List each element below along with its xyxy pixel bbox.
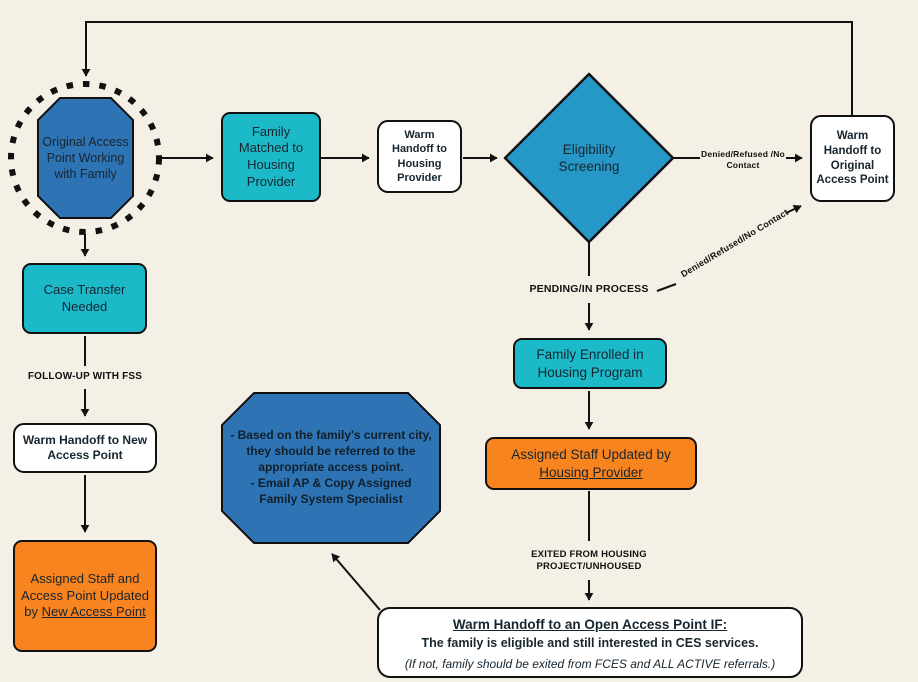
open-access-point-line-2: (If not, family should be exited from FC…	[404, 657, 776, 672]
assigned-staff-provider-text: Assigned Staff Updated by Housing Provid…	[511, 447, 671, 480]
edge-bottom-to-note	[331, 553, 381, 611]
node-eligibility-screening: Eligibility Screening	[505, 74, 673, 242]
edge-return-loop	[81, 21, 853, 115]
node-warm-handoff-housing-provider: Warm Handoff to Housing Provider	[377, 120, 462, 193]
edge-diagonal-dash	[656, 283, 677, 292]
node-original-access-point: Original Access Point Working with Famil…	[42, 135, 129, 181]
original-access-point-dotted-ring	[8, 81, 162, 235]
housing-provider-underlined: Housing Provider	[539, 464, 643, 480]
node-family-enrolled: Family Enrolled in Housing Program	[513, 338, 667, 389]
open-access-point-line-1: The family is eligible and still interes…	[421, 636, 759, 651]
open-access-point-title: Warm Handoff to an Open Access Point IF:	[452, 617, 728, 632]
note-line-2: - Email AP & Copy Assigned Family System…	[250, 475, 412, 506]
node-case-transfer-needed: Case Transfer Needed	[22, 263, 147, 334]
assigned-staff-new-text: Assigned Staff and Access Point Updated …	[21, 571, 149, 620]
node-warm-handoff-new-access-point: Warm Handoff to New Access Point	[13, 423, 157, 473]
note-octagon	[221, 392, 441, 544]
node-note-octagon-text: - Based on the family's current city, th…	[230, 400, 432, 536]
node-assigned-staff-housing-provider: Assigned Staff Updated by Housing Provid…	[485, 437, 697, 490]
edge-label-exited-from-housing: EXITED FROM HOUSING PROJECT/UNHOUSED	[531, 549, 647, 572]
node-open-access-point-conditions: Warm Handoff to an Open Access Point IF:…	[377, 607, 803, 678]
node-warm-handoff-original-access-point: Warm Handoff to Original Access Point	[810, 115, 895, 202]
eligibility-screening-label: Eligibility Screening	[558, 141, 620, 174]
edge-label-pending-in-process: PENDING/IN PROCESS	[529, 283, 649, 295]
edge-label-denied-refused-top: Denied/Refused /No Contact	[701, 149, 785, 170]
eligibility-screening-diamond	[503, 72, 675, 244]
edge-diagonal-arrow	[785, 204, 802, 214]
edge-label-follow-up-with-fss: FOLLOW-UP WITH FSS	[27, 371, 143, 382]
new-access-point-underlined: New Access Point	[41, 604, 146, 620]
node-assigned-staff-new-access-point: Assigned Staff and Access Point Updated …	[13, 540, 157, 652]
note-line-1: - Based on the family's current city, th…	[230, 428, 432, 475]
node-family-matched: Family Matched to Housing Provider	[221, 112, 321, 202]
original-access-point-octagon	[37, 97, 134, 219]
